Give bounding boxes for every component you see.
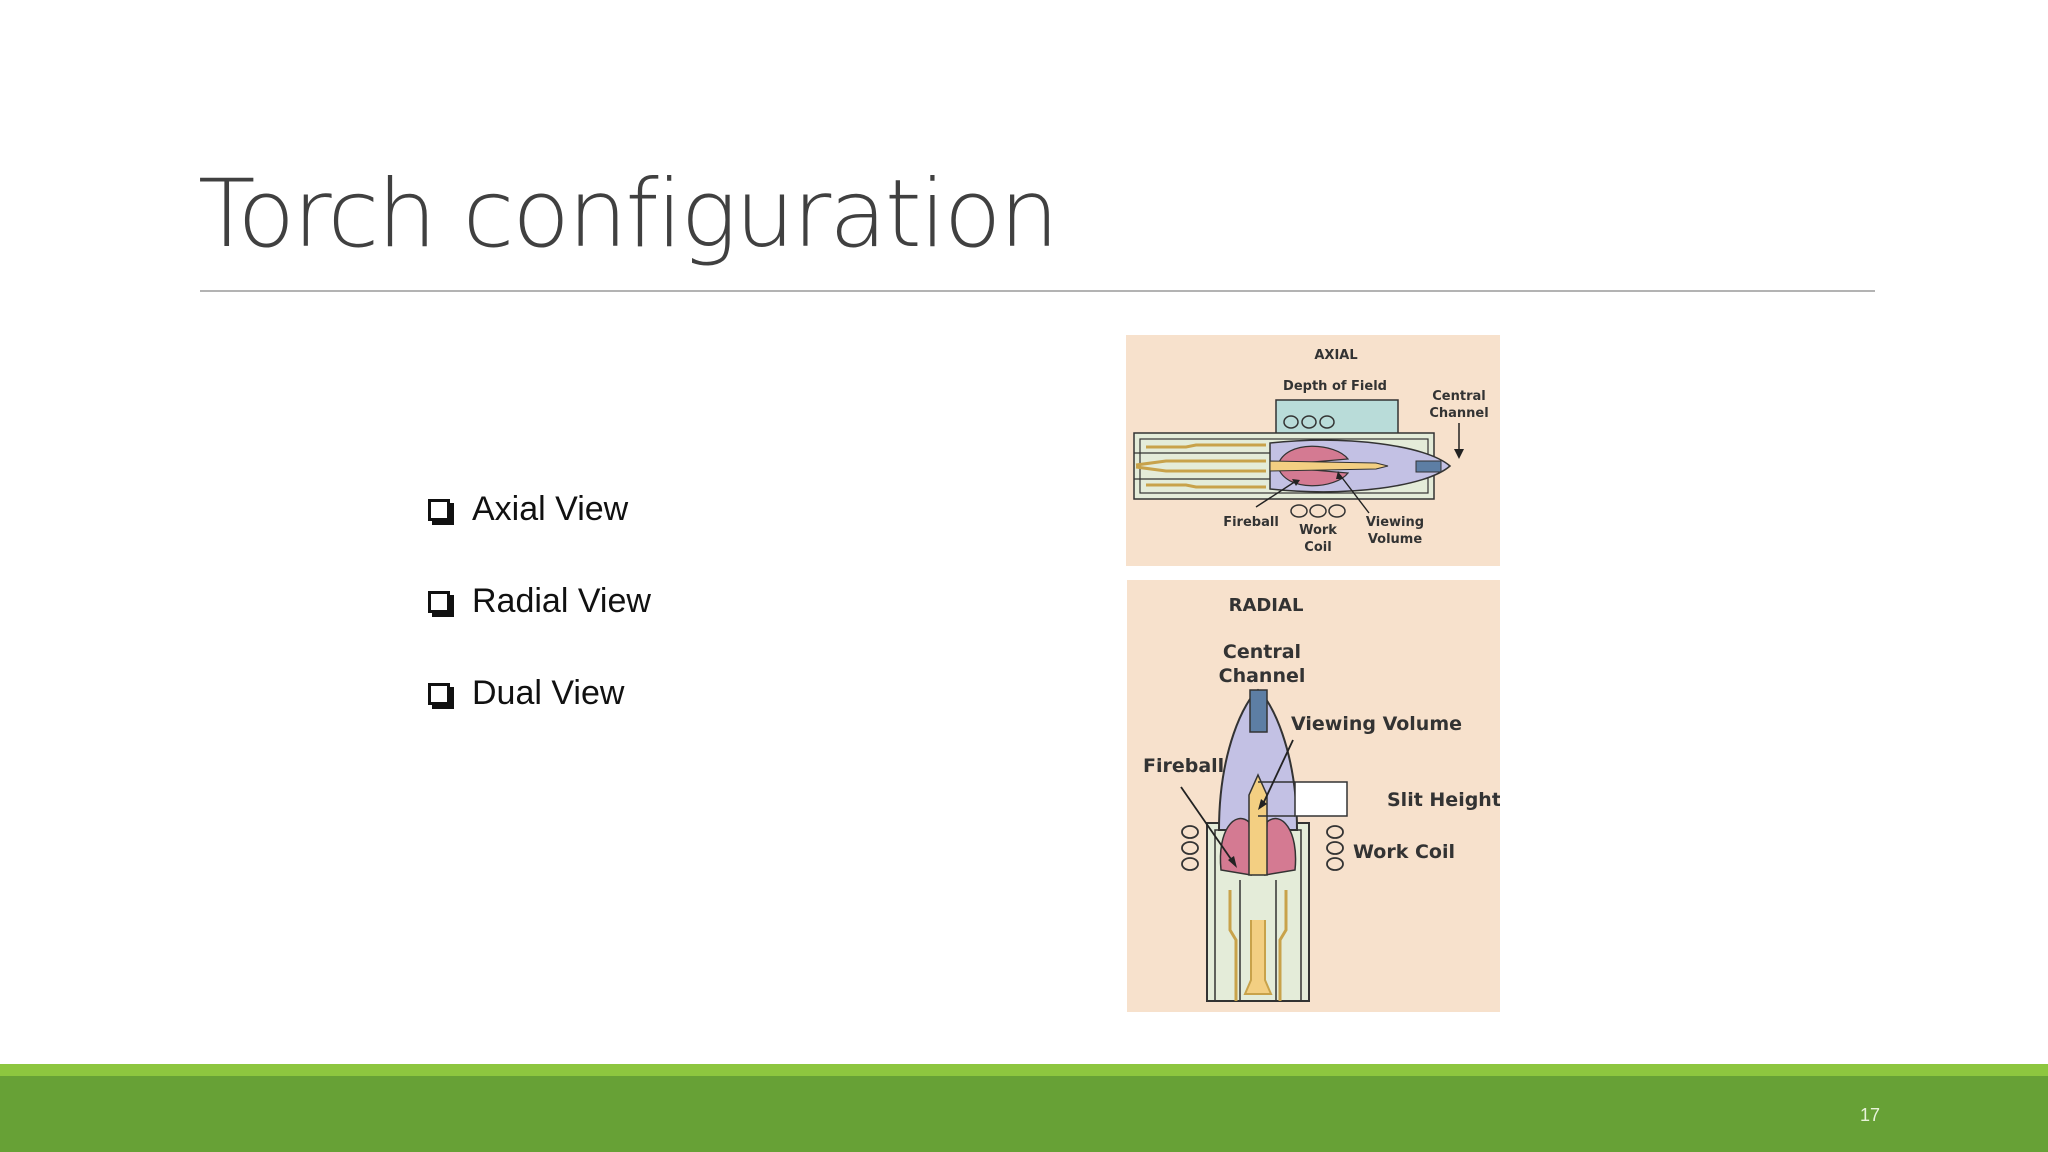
axial-heading: AXIAL bbox=[1314, 348, 1357, 363]
radial-fireball-label: Fireball bbox=[1143, 755, 1224, 777]
axial-fireball-label: Fireball bbox=[1223, 515, 1279, 530]
slit-height-box bbox=[1294, 781, 1348, 817]
bullet-item: Axial View bbox=[428, 490, 628, 529]
checkbox-bullet-icon bbox=[428, 590, 450, 613]
bullet-text: Dual View bbox=[472, 674, 625, 712]
radial-central-channel-label-line1: Central bbox=[1223, 641, 1301, 663]
checkbox-bullet-icon bbox=[428, 498, 450, 521]
title-divider bbox=[200, 290, 1875, 292]
axial-work-coil-label-line2: Coil bbox=[1304, 540, 1331, 555]
footer-bar bbox=[0, 1076, 2048, 1152]
radial-heading: RADIAL bbox=[1229, 595, 1304, 616]
central-channel-label-line2: Channel bbox=[1429, 406, 1488, 421]
work-coil-label: Work Coil bbox=[1353, 841, 1455, 863]
axial-viewing-volume-label-line2: Volume bbox=[1368, 532, 1423, 547]
slide-title: Torch configuration bbox=[198, 160, 1059, 269]
bullet-text: Radial View bbox=[472, 582, 651, 620]
bullet-text: Axial View bbox=[472, 490, 629, 528]
checkbox-bullet-icon bbox=[428, 682, 450, 705]
axial-work-coil-label-line1: Work bbox=[1299, 523, 1337, 538]
axial-viewing-volume-label-line1: Viewing bbox=[1366, 515, 1424, 530]
slit-height-label: Slit Height bbox=[1387, 789, 1500, 811]
page-number: 17 bbox=[1859, 1105, 1880, 1125]
depth-of-field-label: Depth of Field bbox=[1283, 379, 1387, 394]
axial-view-diagram: AXIAL Depth of Field Central Channel bbox=[1126, 335, 1500, 566]
bullet-item: Dual View bbox=[428, 674, 624, 713]
radial-viewing-volume-label: Viewing Volume bbox=[1291, 713, 1462, 735]
radial-view-diagram: RADIAL Central Channel Viewing Volume Fi… bbox=[1127, 580, 1500, 1012]
footer-accent-bar bbox=[0, 1064, 2048, 1076]
central-channel-label-line1: Central bbox=[1432, 389, 1485, 404]
radial-central-channel-label-line2: Channel bbox=[1219, 665, 1306, 687]
bullet-item: Radial View bbox=[428, 582, 651, 621]
